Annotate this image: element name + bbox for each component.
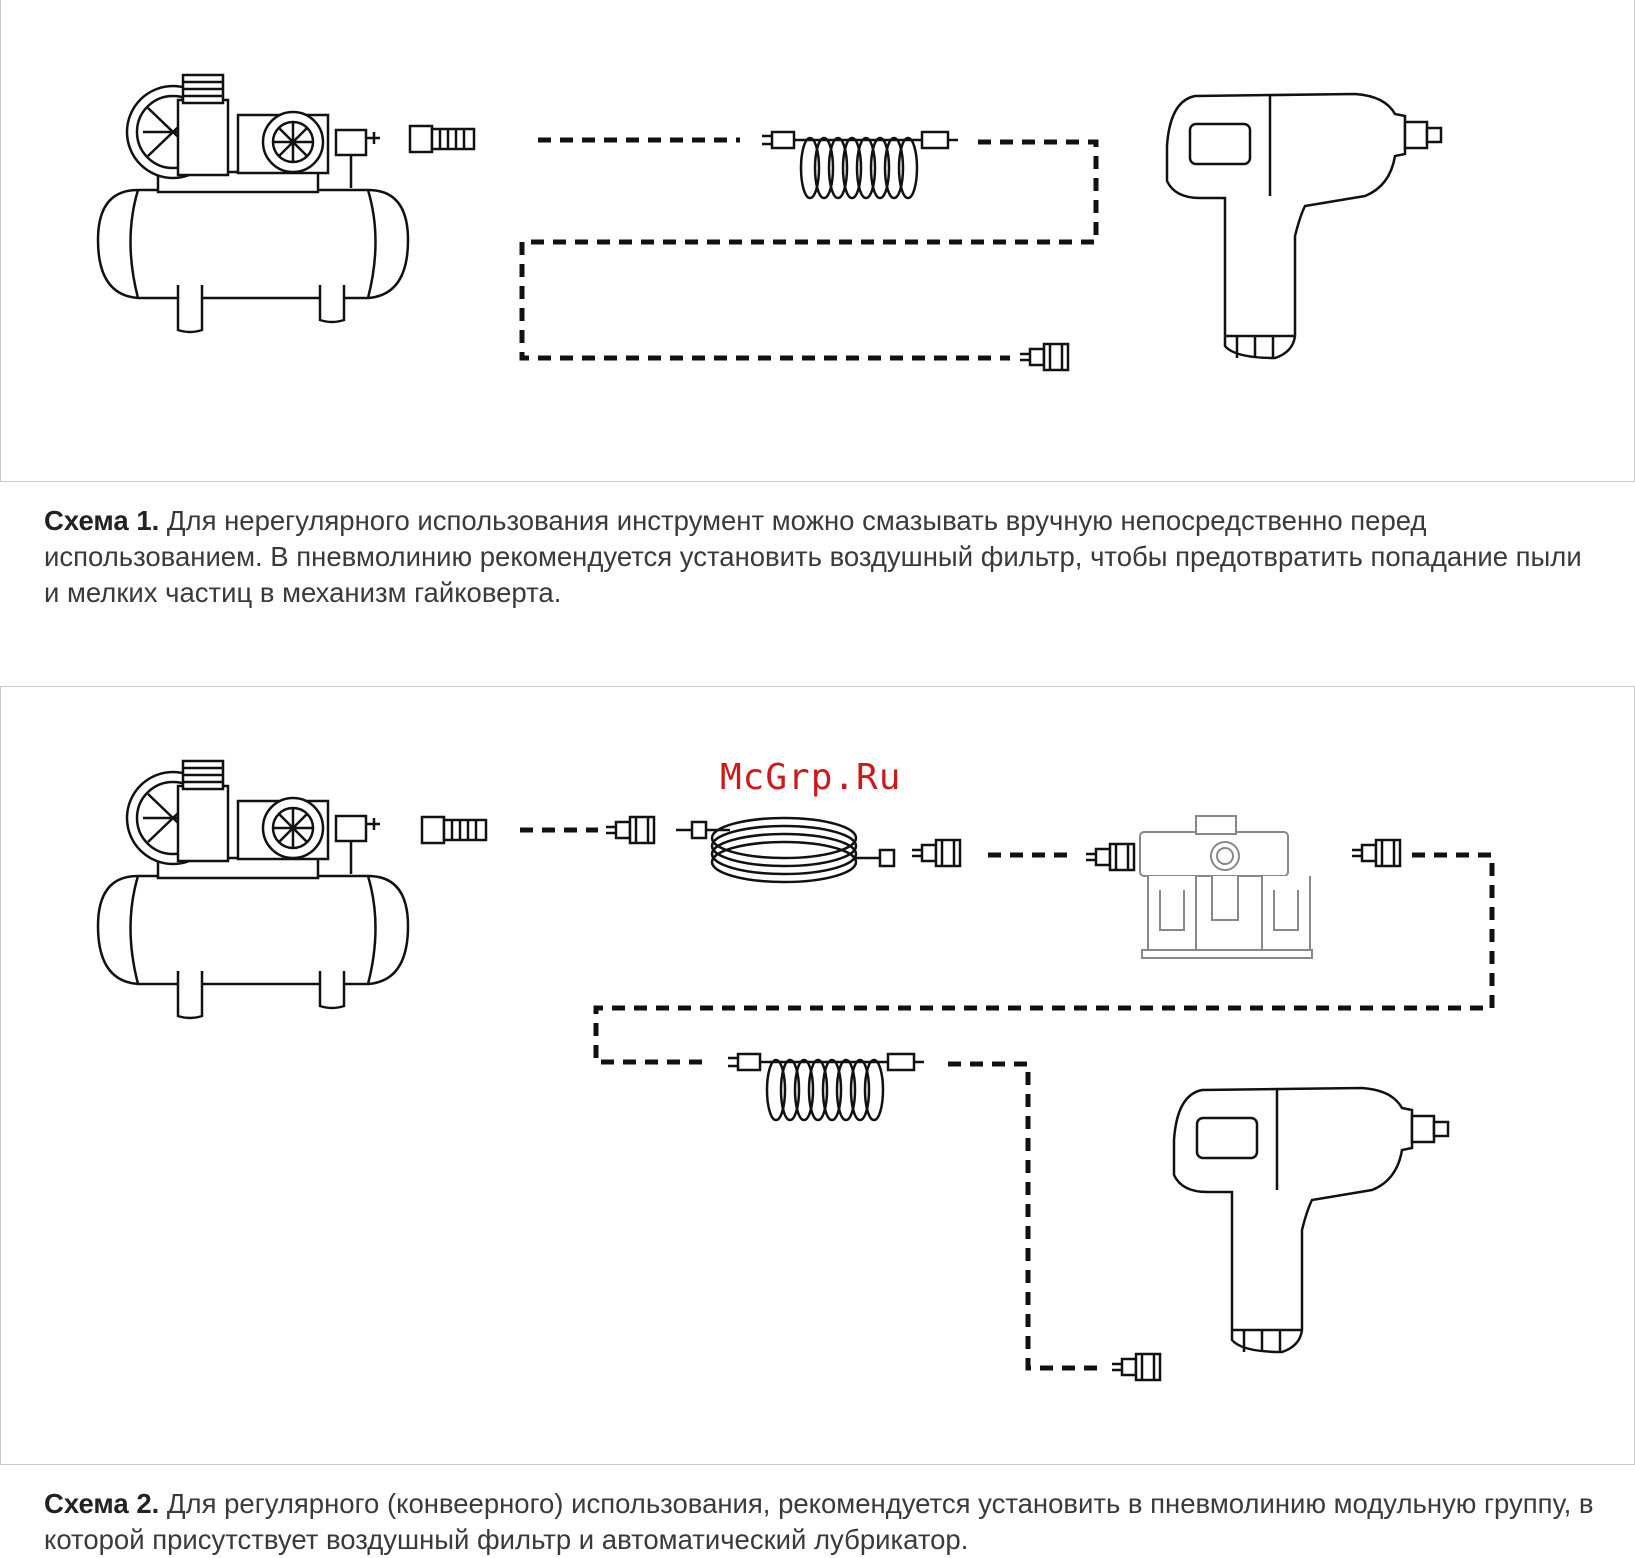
air-line-2d [948,1061,1100,1371]
coiled-hose-icon-2 [726,1052,926,1122]
flat-hose-icon [676,816,896,884]
compressor-icon-2 [96,759,410,1020]
scheme-2-label: Схема 2. [44,1488,160,1519]
scheme-2-text: Для регулярного (конвеерного) использова… [44,1488,1594,1555]
quick-coupler-icon [408,124,476,154]
scheme-1-label: Схема 1. [44,505,160,536]
air-plug-icon-6 [1110,1352,1162,1382]
coiled-hose-icon [760,130,960,200]
scheme-1-caption: Схема 1. Для нерегулярного использования… [44,503,1604,611]
filter-regulator-lubricator-icon [1139,815,1313,959]
air-line-1b [519,139,1099,361]
impact-wrench-icon-2 [1172,1086,1450,1354]
scheme-2-caption: Схема 2. Для регулярного (конвеерного) и… [44,1486,1604,1558]
impact-wrench-icon [1165,92,1443,360]
scheme-1-text: Для нерегулярного использования инструме… [44,505,1582,608]
air-plug-icon-5 [1350,838,1402,868]
air-plug-icon-4 [1084,842,1136,872]
watermark: McGrp.Ru [720,757,902,798]
air-line-2c [593,852,1495,1065]
compressor-icon [96,73,410,334]
air-plug-icon [1018,342,1070,372]
air-plug-icon-2 [604,815,656,845]
air-plug-icon-3 [910,838,962,868]
quick-coupler-icon-2 [420,815,488,845]
